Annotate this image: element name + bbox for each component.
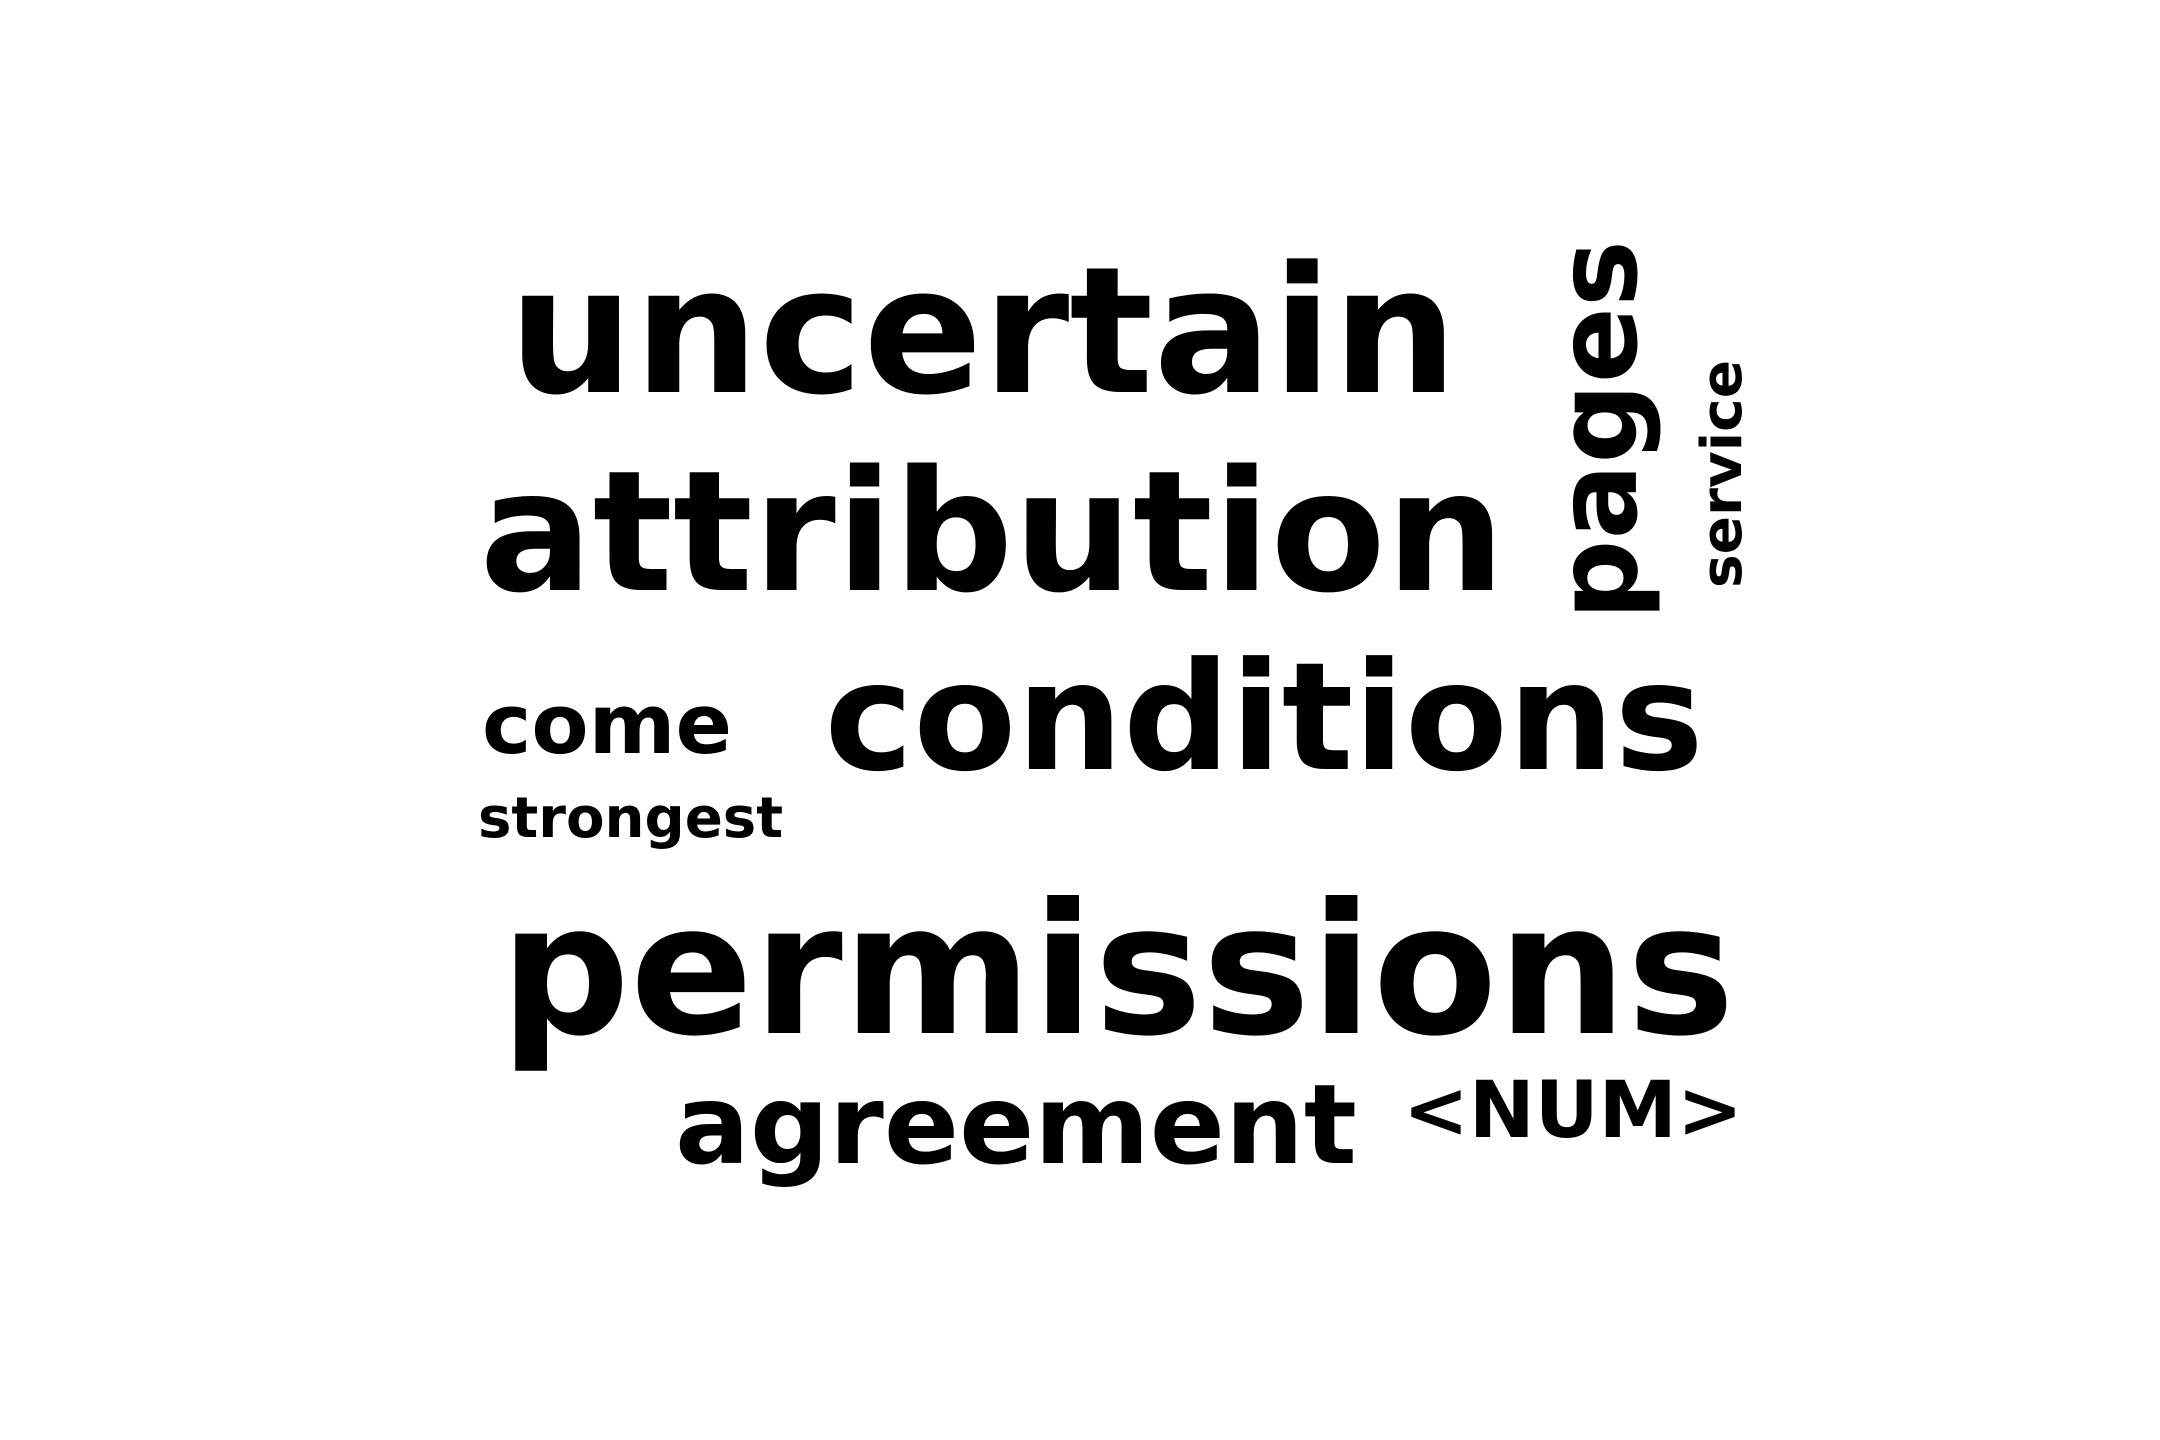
word-service: service bbox=[1688, 359, 1755, 588]
word-permissions: permissions bbox=[500, 863, 1735, 1076]
word-agreement: agreement bbox=[675, 1061, 1357, 1190]
word-conditions: conditions bbox=[824, 631, 1704, 805]
word-come: come bbox=[482, 676, 732, 773]
word-strongest: strongest bbox=[478, 786, 784, 851]
word-attribution: attribution bbox=[479, 434, 1506, 630]
word-uncertain: uncertain bbox=[508, 229, 1458, 434]
word-pages: pages bbox=[1531, 240, 1663, 620]
word-num: <NUM> bbox=[1403, 1063, 1743, 1156]
